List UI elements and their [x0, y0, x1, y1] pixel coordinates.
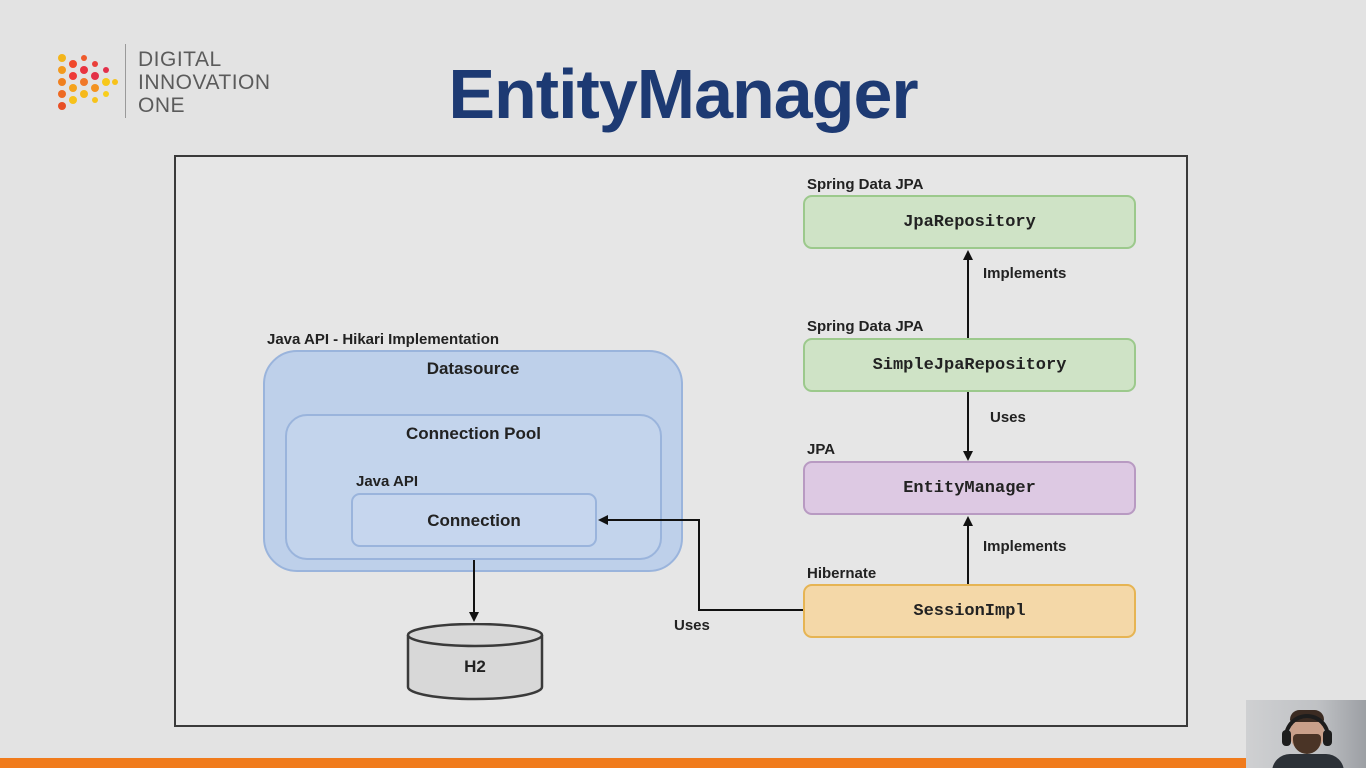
digital-innovation-one-logo: DIGITAL INNOVATION ONE [56, 44, 296, 120]
diagram-arrows [469, 250, 973, 622]
logo-line-3: ONE [138, 94, 186, 117]
presenter-body [1272, 754, 1344, 768]
arrow-session-to-connection [598, 515, 803, 611]
connection-label: Connection [427, 511, 521, 530]
logo-line-2: INNOVATION [138, 71, 271, 94]
logo-line-1: DIGITAL [138, 48, 222, 71]
logo-divider [125, 44, 126, 118]
datasource-caption: Java API - Hikari Implementation [267, 331, 500, 348]
session-impl-node: SessionImpl [803, 584, 1136, 638]
architecture-diagram: Java API - Hikari Implementation Datasou… [174, 155, 1188, 727]
jpa-repository-caption: Spring Data JPA [807, 176, 924, 193]
session-impl-label: SessionImpl [913, 601, 1026, 621]
entity-manager-label: EntityManager [903, 478, 1036, 498]
entity-manager-node: EntityManager [803, 461, 1136, 515]
edge-label-simple-implements-jpa: Implements [983, 265, 1067, 282]
connection-pool-label: Connection Pool [405, 424, 542, 443]
h2-database-icon [406, 623, 544, 701]
jpa-repository-label: JpaRepository [903, 212, 1036, 232]
datasource-label: Datasource [426, 359, 520, 378]
edge-label-session-implements-entity: Implements [983, 538, 1067, 555]
presenter-webcam [1246, 700, 1366, 768]
bottom-accent-bar [0, 758, 1366, 768]
entity-manager-caption: JPA [807, 441, 836, 458]
edge-label-simple-uses-entity: Uses [990, 409, 1026, 426]
connection-box [351, 493, 597, 547]
h2-database-label: H2 [464, 657, 486, 676]
simple-jpa-repository-label: SimpleJpaRepository [872, 355, 1067, 375]
logo-wordmark: DIGITAL INNOVATION ONE [138, 48, 271, 117]
session-impl-caption: Hibernate [807, 565, 877, 582]
jpa-repository-node: JpaRepository [803, 195, 1136, 249]
simple-jpa-repository-caption: Spring Data JPA [807, 318, 924, 335]
slide-title: EntityManager [0, 54, 1366, 134]
slide-title-text: EntityManager [448, 55, 918, 133]
headset-icon [1284, 714, 1330, 742]
simple-jpa-repository-node: SimpleJpaRepository [803, 338, 1136, 392]
connection-caption: Java API [356, 473, 418, 490]
edge-label-session-uses-connection: Uses [674, 617, 710, 634]
play-dots-logo-icon [58, 54, 118, 110]
